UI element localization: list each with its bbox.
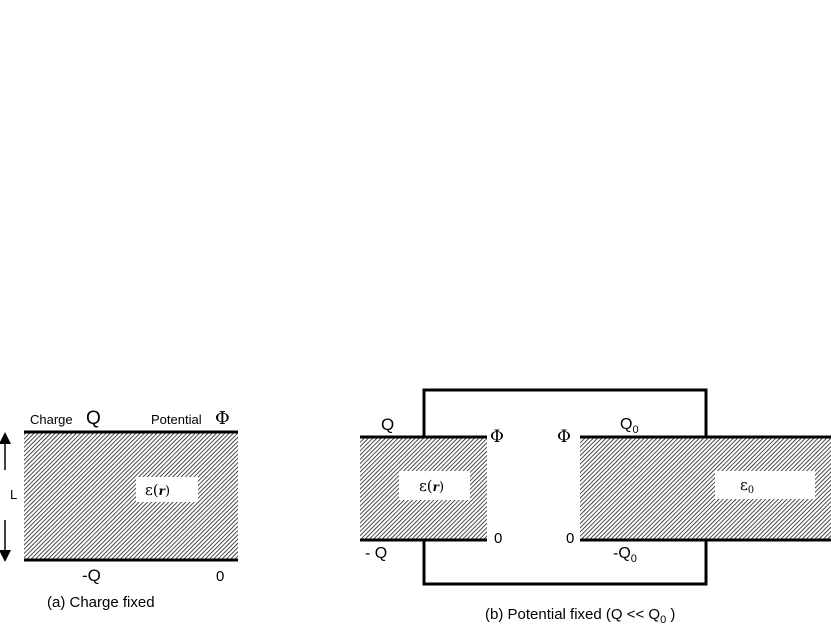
top-wire (422, 388, 708, 437)
panel-a: L Charge Q Potential Φ ε(r) -Q 0 (a) Cha… (0, 408, 238, 611)
charge-label: Charge (30, 412, 73, 427)
charge-symbol: Q (86, 408, 101, 429)
left-bottom-charge: - Q (365, 545, 387, 562)
medium-label-b-left: ε(r) (419, 477, 444, 495)
right-top-charge: Q0 (620, 416, 639, 436)
length-label: L (10, 487, 17, 502)
bottom-potential-a: 0 (216, 568, 224, 585)
left-top-potential: Φ (490, 427, 504, 447)
medium-label-b-right: ε0 (740, 476, 754, 496)
medium-box-a (136, 477, 198, 502)
bottom-wire (422, 540, 708, 586)
potential-symbol: Φ (215, 408, 230, 429)
panel-b: Q - Q Φ 0 Φ 0 Q0 -Q0 ε(r) ε0 (b) Potenti… (360, 388, 831, 626)
medium-label-a: ε(r) (145, 481, 170, 499)
right-top-potential: Φ (557, 427, 571, 447)
caption-b: (b) Potential fixed (Q << Q0 ) (485, 606, 675, 626)
caption-a: (a) Charge fixed (47, 594, 155, 611)
potential-label: Potential (151, 412, 202, 427)
bottom-charge-a: -Q (82, 566, 101, 585)
right-bottom-potential: 0 (566, 530, 574, 547)
medium-box-b-left (399, 471, 470, 500)
left-bottom-potential: 0 (494, 530, 502, 547)
medium-box-b-right (715, 471, 815, 499)
right-bottom-charge: -Q0 (613, 545, 637, 565)
left-top-charge: Q (381, 415, 394, 434)
dielectric-region-a (24, 432, 238, 560)
